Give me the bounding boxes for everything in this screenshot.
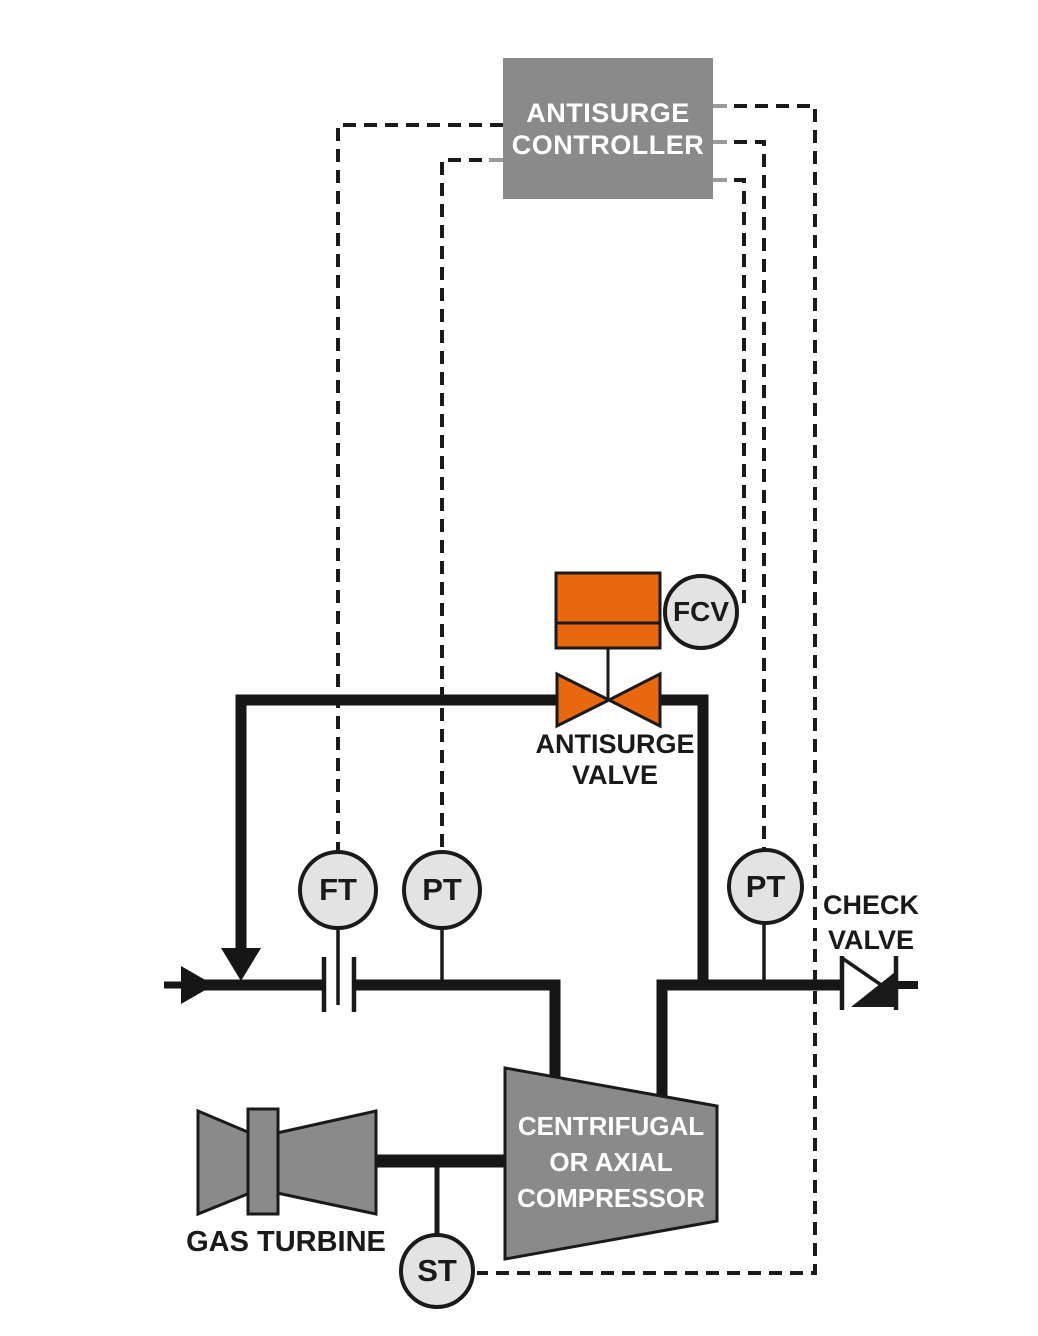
antisurge-controller-box: ANTISURGE CONTROLLER: [503, 58, 713, 199]
inlet-flow-arrow: [181, 966, 214, 1004]
instrument-pt-suction: PT: [402, 850, 482, 930]
compressor-shape: [503, 1066, 719, 1261]
instrument-st-tag: ST: [417, 1253, 457, 1288]
valve-actuator-icon: [554, 571, 662, 650]
signal-line-pt-suction: [440, 158, 503, 852]
signal-line-ft: [336, 123, 503, 852]
signal-line-pt-discharge: [713, 140, 766, 851]
recycle-pipe: [235, 694, 559, 950]
compressor-label-line2: OR AXIAL: [549, 1147, 673, 1177]
signal-line-st: [477, 104, 817, 1275]
check-valve-label-line2: VALVE: [827, 925, 914, 955]
antisurge-valve-label-line2: VALVE: [571, 760, 658, 790]
compressor-label: CENTRIFUGAL OR AXIAL COMPRESSOR: [505, 1108, 717, 1216]
controller-label-line1: ANTISURGE: [526, 97, 690, 128]
instrument-fcv-tag: FCV: [673, 596, 729, 627]
check-valve-label: CHECK VALVE: [821, 888, 921, 958]
antisurge-valve-label: ANTISURGE VALVE: [505, 729, 725, 791]
controller-label-line2: CONTROLLER: [511, 129, 705, 160]
gas-turbine-label-text: GAS TURBINE: [186, 1226, 386, 1258]
check-valve-icon: [839, 956, 899, 1010]
recycle-pipe: [658, 694, 709, 985]
instrument-fcv: FCV: [663, 574, 739, 650]
discharge-pipe: [656, 979, 841, 1100]
instrument-st: ST: [399, 1233, 475, 1309]
recycle-flow-arrow: [221, 948, 261, 981]
signal-line-fcv: [713, 178, 746, 606]
compressor-label-line3: COMPRESSOR: [517, 1183, 705, 1213]
instrument-pt-suction-tag: PT: [422, 872, 462, 907]
instrument-pt-discharge-tag: PT: [745, 868, 786, 904]
check-valve-label-line1: CHECK: [822, 890, 919, 920]
instrument-pt-discharge: PT: [727, 848, 804, 925]
antisurge-valve-label-line1: ANTISURGE: [535, 729, 695, 759]
instrument-ft: FT: [298, 850, 378, 930]
compressor-label-line1: CENTRIFUGAL: [517, 1111, 705, 1141]
gas-turbine-label: GAS TURBINE: [178, 1226, 394, 1259]
antisurge-valve-icon: [555, 671, 662, 729]
suction-pipe: [352, 979, 561, 1080]
gas-turbine-icon: [196, 1107, 378, 1217]
instrument-ft-tag: FT: [319, 872, 357, 907]
